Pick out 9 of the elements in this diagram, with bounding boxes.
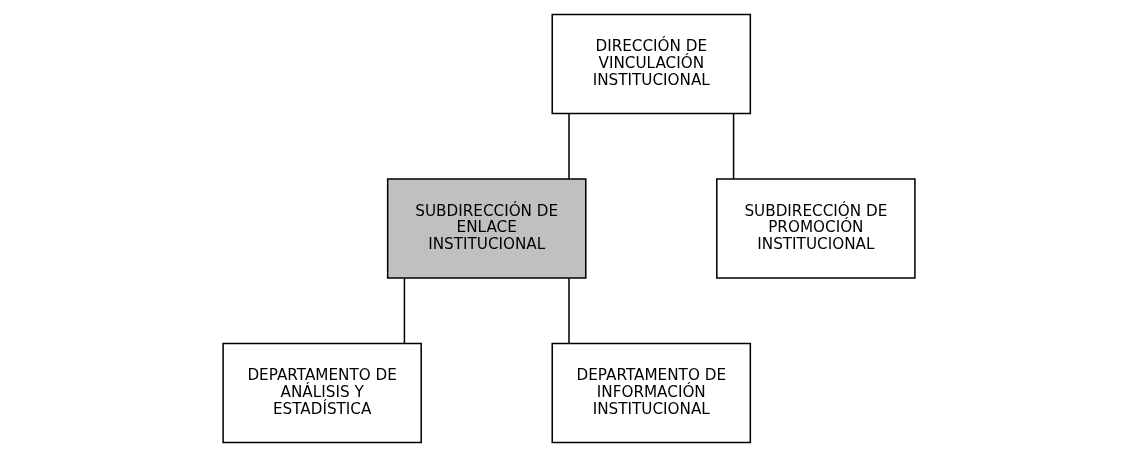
node-box: DIRECCIÓN DE VINCULACIÓN INSTITUCIONAL [551,13,752,115]
connector [568,113,570,180]
node-box: SUBDIRECCIÓN DE PROMOCIÓN INSTITUCIONAL [716,178,916,279]
node-box: DEPARTAMENTO DE INFORMACIÓN INSTITUCIONAL [551,342,752,444]
node-box: DEPARTAMENTO DE ANÁLISIS Y ESTADÍSTICA [222,342,422,444]
node-box: SUBDIRECCIÓN DE ENLACE INSTITUCIONAL [386,178,587,279]
connector [732,113,735,180]
connector [568,277,570,345]
connector [403,277,406,345]
